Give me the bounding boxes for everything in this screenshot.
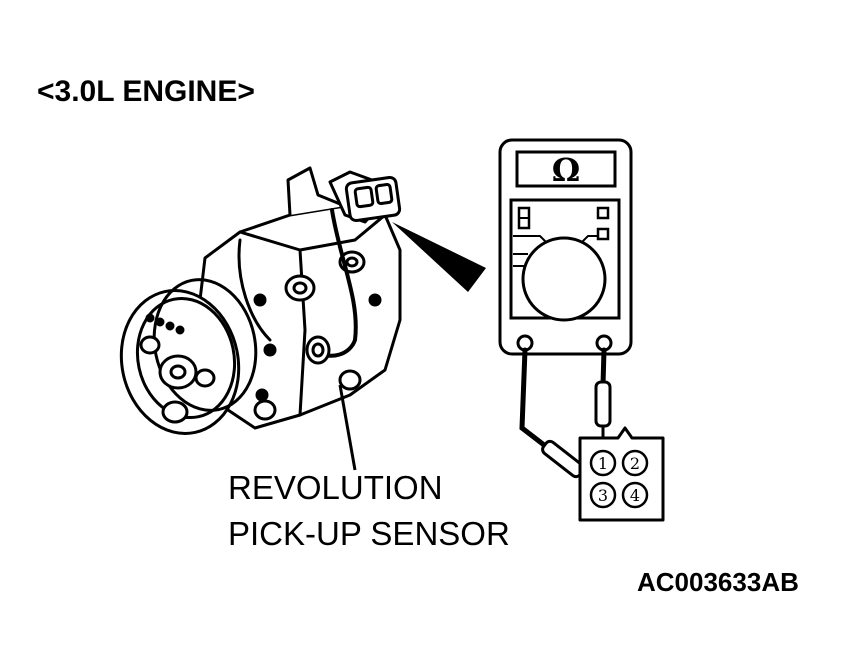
ohm-symbol: Ω — [552, 151, 580, 189]
range-switch-right — [596, 227, 610, 241]
probe-lead-left — [519, 347, 551, 451]
sensor-label-line1: REVOLUTION — [228, 469, 443, 506]
probe-leads — [519, 347, 607, 451]
pin-4 — [621, 481, 649, 509]
pin-1-label: 1 — [598, 454, 608, 473]
sensor-leader-line — [338, 384, 357, 471]
pin-3-label: 3 — [598, 486, 608, 505]
connector-housing — [578, 426, 665, 522]
ac-compressor-illustration — [119, 166, 402, 435]
pin-2-label: 2 — [630, 454, 640, 473]
pin-2 — [621, 449, 649, 477]
ohmmeter-display — [515, 150, 617, 188]
sensor-label-line2: PICK-UP SENSOR — [228, 515, 510, 552]
range-switch-top-right — [596, 206, 610, 220]
engine-title: <3.0L ENGINE> — [37, 75, 255, 108]
figure-code: AC003633AB — [637, 567, 799, 597]
ohmmeter: Ω — [498, 138, 633, 356]
pin-3 — [589, 481, 617, 509]
selector-dial — [521, 236, 607, 322]
pin-4-label: 4 — [630, 486, 640, 505]
pin-1 — [589, 449, 617, 477]
sensor-connector: 1 2 3 4 — [578, 426, 665, 522]
pointer-wedge — [392, 222, 486, 292]
